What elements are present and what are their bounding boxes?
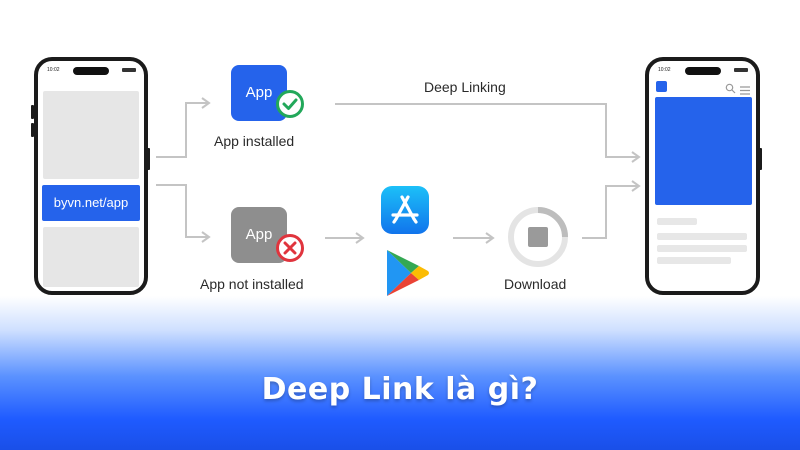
phone-side-button [31,105,34,119]
arrow-to-stores [325,232,365,244]
content-line [657,257,731,264]
arrow-to-not-installed [156,184,211,243]
app-store-icon[interactable] [381,186,429,234]
app-content-hero [655,97,752,205]
status-time: 10:02 [658,67,671,73]
screen-placeholder-bottom [43,227,139,287]
menu-icon[interactable] [740,82,750,95]
cross-icon [276,234,304,262]
content-line [657,245,747,252]
search-icon[interactable] [725,81,736,94]
page-title: Deep Link là gì? [261,372,539,407]
status-icons [734,68,748,72]
not-installed-app-tile: App [231,207,287,263]
deep-linking-label: Deep Linking [424,79,506,95]
installed-label: App installed [214,133,295,149]
bottom-gradient-band [0,296,800,450]
phone-side-button [759,148,762,170]
arrow-to-installed [156,97,211,158]
content-line [657,218,697,225]
arrow-deep-linking [335,103,641,163]
destination-phone: 10:02 [645,57,760,295]
phone-side-button [147,148,150,170]
check-icon [276,90,304,118]
content-line [657,233,747,240]
deep-link-url[interactable]: byvn.net/app [42,185,140,221]
phone-side-button [31,123,34,137]
screen-placeholder-top [43,91,139,179]
status-time: 10:02 [47,67,60,73]
arrow-to-download [453,232,495,244]
status-icons [122,68,136,72]
source-phone: 10:02 byvn.net/app [34,57,148,295]
download-progress-icon[interactable] [506,205,570,269]
download-label: Download [504,276,567,292]
arrow-download-to-app [582,180,641,239]
phone-notch [685,67,721,75]
not-installed-label: App not installed [200,276,304,292]
phone-notch [73,67,109,75]
app-logo [656,81,667,92]
google-play-icon[interactable] [381,247,431,299]
